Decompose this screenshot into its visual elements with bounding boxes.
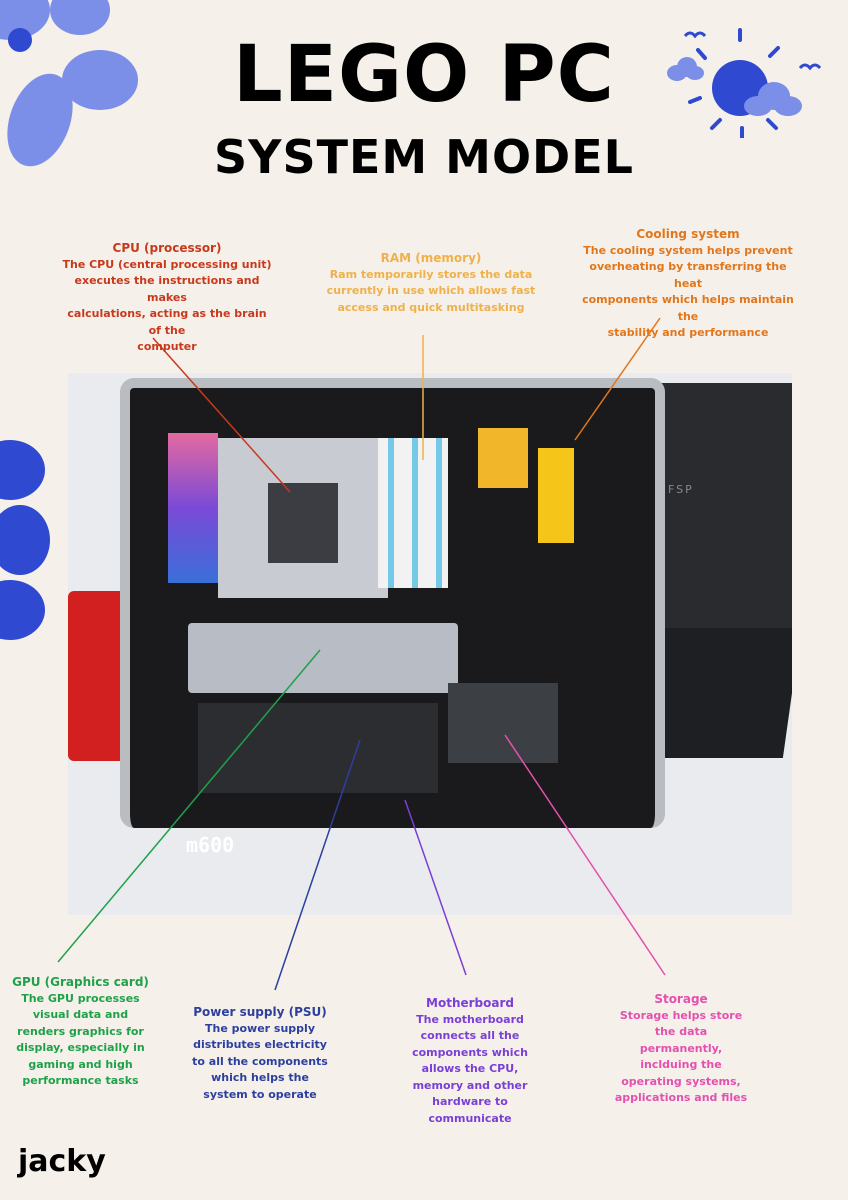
cloud-icon bbox=[744, 82, 802, 116]
gpu-line: display, especially in bbox=[16, 1041, 145, 1054]
storage-line: permanently, bbox=[639, 1041, 723, 1055]
cloud-icon bbox=[667, 57, 704, 81]
gpu-line: The GPU processes bbox=[21, 991, 140, 1005]
z-logo bbox=[478, 428, 528, 488]
cooling-line: overheating by transferring the heat bbox=[589, 260, 787, 290]
ram-note: RAM (memory) Ram temporarily stores the … bbox=[326, 250, 536, 316]
motherboard-heading: Motherboard bbox=[426, 996, 514, 1010]
cpu-socket bbox=[268, 483, 338, 563]
storage-line: the data bbox=[654, 1025, 708, 1038]
gpu-line: performance tasks bbox=[22, 1074, 139, 1087]
gpu-card bbox=[188, 623, 458, 693]
storage-heading: Storage bbox=[654, 992, 708, 1006]
motherboard-line: The motherboard bbox=[416, 1012, 524, 1026]
psu-line: to all the components bbox=[192, 1054, 328, 1068]
cooling-line: The cooling system helps prevent bbox=[583, 243, 793, 257]
cooling-note: Cooling system The cooling system helps … bbox=[578, 226, 798, 342]
gpu-note: GPU (Graphics card) The GPU processes vi… bbox=[8, 974, 153, 1090]
cpu-line: executes the instructions and makes bbox=[74, 274, 260, 304]
cpu-note: CPU (processor) The CPU (central process… bbox=[62, 240, 272, 356]
author-name: jacky bbox=[18, 1144, 106, 1179]
psu-heading: Power supply (PSU) bbox=[193, 1005, 327, 1019]
cpu-line: The CPU (central processing unit) bbox=[62, 257, 272, 271]
motherboard-line: connects all the bbox=[420, 1029, 520, 1042]
storage-bay bbox=[448, 683, 558, 763]
lego-pc-photo: FSP m600 bbox=[68, 373, 792, 915]
psu-note: Power supply (PSU) The power supply dist… bbox=[185, 1004, 335, 1103]
psu-line: The power supply bbox=[205, 1021, 315, 1035]
motherboard-line: hardware to bbox=[432, 1095, 508, 1108]
ram-sticks bbox=[378, 438, 448, 588]
motherboard-line: communicate bbox=[428, 1111, 512, 1125]
storage-note: Storage Storage helps store the data per… bbox=[606, 991, 756, 1107]
ram-heading: RAM (memory) bbox=[380, 251, 482, 265]
storage-line: inclduing the bbox=[640, 1058, 722, 1071]
psu-line: distributes electricity bbox=[193, 1038, 327, 1051]
cooling-block bbox=[538, 448, 574, 543]
cooling-heading: Cooling system bbox=[636, 227, 740, 241]
laptop-brand: FSP bbox=[668, 483, 694, 496]
gpu-line: renders graphics for bbox=[17, 1024, 144, 1038]
cooling-line: stability and performance bbox=[607, 326, 769, 339]
gpu-line: gaming and high bbox=[28, 1057, 133, 1071]
color-panel bbox=[168, 433, 218, 583]
flower-icon bbox=[0, 0, 138, 167]
page-subtitle: SYSTEM MODEL bbox=[214, 130, 634, 184]
cpu-line: calculations, acting as the brain of the bbox=[67, 307, 267, 337]
motherboard-line: allows the CPU, bbox=[421, 1062, 519, 1075]
page-title: LEGO PC bbox=[233, 30, 615, 120]
psu-line: which helps the bbox=[211, 1071, 309, 1084]
gpu-line: visual data and bbox=[32, 1008, 129, 1021]
cooling-line: components which helps maintain the bbox=[582, 293, 794, 323]
motherboard-note: Motherboard The motherboard connects all… bbox=[400, 995, 540, 1127]
gpu-heading: GPU (Graphics card) bbox=[12, 975, 149, 989]
motherboard-line: components which bbox=[412, 1045, 528, 1059]
storage-line: operating systems, bbox=[621, 1074, 741, 1088]
psu-line: system to operate bbox=[203, 1087, 317, 1101]
case-badge: m600 bbox=[186, 833, 235, 857]
storage-line: applications and files bbox=[614, 1091, 748, 1104]
storage-line: Storage helps store bbox=[619, 1008, 743, 1022]
ram-line: Ram temporarily stores the data bbox=[329, 267, 533, 281]
ram-line: currently in use which allows fast bbox=[326, 284, 536, 297]
cpu-heading: CPU (processor) bbox=[112, 241, 222, 255]
motherboard-line: memory and other bbox=[412, 1078, 528, 1092]
psu-bay bbox=[198, 703, 438, 793]
ram-line: access and quick multitasking bbox=[337, 300, 525, 314]
cpu-line: computer bbox=[137, 340, 197, 353]
flower-icon bbox=[0, 440, 50, 640]
